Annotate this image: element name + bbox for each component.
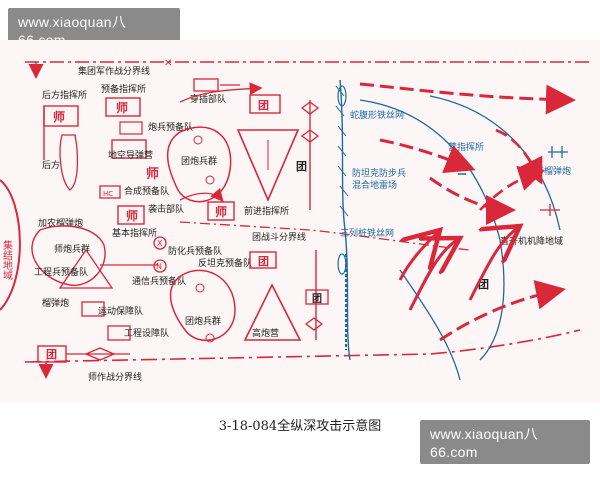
div-boundary-label: 师作战分界线 [88, 371, 142, 383]
svg-text:✕: ✕ [164, 58, 172, 69]
basic-cmd-symbol: 师 [126, 208, 138, 223]
army-boundary-label: 集团军作战分界线 [78, 65, 150, 77]
at-infantry-label: 防坦克防步兵 [352, 167, 406, 179]
division-symbol-main: 师 [146, 166, 159, 182]
reserve-cmd-symbol: 师 [116, 100, 128, 115]
assembly-area-label: 集结地域 [1, 239, 13, 280]
aa-arty-label: 高炮营 [252, 327, 279, 339]
assembly-area-arc [0, 179, 21, 311]
rear-label: 后方 [42, 159, 60, 171]
combined-reserve-label: 合成预备队 [124, 185, 169, 197]
forward-cmd-label: 前进指挥所 [244, 205, 289, 217]
regiment-symbol-4: 团 [46, 348, 57, 361]
regiment-boundary-label: 团战斗分界线 [252, 231, 306, 243]
regiment-symbol-2: 团 [296, 160, 307, 173]
watermark-bottom: www.xiaoquan八66.com [420, 420, 590, 464]
mixed-mines-label: 混合地雷场 [352, 179, 397, 191]
regiment-boundary-line [179, 221, 471, 251]
svg-text:HC: HC [103, 190, 113, 198]
regiment-symbol-5: 团 [312, 293, 322, 305]
svg-text:N: N [156, 262, 162, 271]
div-arty-group-label: 师炮兵群 [54, 243, 90, 255]
diagram-canvas: 集结地域 集团军作战分界线 ✕ 师作战分界线 团战斗分界线 后方指挥所 师 后方… [0, 58, 590, 383]
howitzer-label: 榴弹炮 [42, 297, 69, 309]
transport-label: 运动保障队 [98, 305, 143, 317]
signal-reserve-label: 通信兵预备队 [132, 275, 186, 287]
regt-arty-group-2-label: 团炮兵群 [185, 315, 221, 327]
obstacle-label: 工程设障队 [124, 327, 169, 339]
barbed-wire-label: 蛇腹形铁丝网 [350, 109, 404, 121]
raid-unit-label: 袭击部队 [148, 203, 184, 215]
diagram-caption: 3-18-084全纵深攻击示意图 [218, 419, 382, 434]
forward-cmd-symbol: 师 [215, 204, 227, 219]
div-boundary-line [24, 329, 581, 363]
chem-reserve-label: 防化兵预备队 [168, 245, 222, 257]
reserve-cmd-label: 预备指挥所 [101, 83, 146, 95]
bn-cmd-label: 营指挥所 [448, 141, 484, 153]
arty-reserve-label: 炮兵预备队 [148, 121, 193, 133]
aa-missile-label: 地空导弹营 [108, 149, 153, 161]
infiltration-label: 穿插部队 [190, 93, 226, 105]
svg-text:X: X [157, 239, 163, 248]
regiment-symbol-1: 团 [258, 99, 269, 112]
regiment-symbol-3: 团 [258, 255, 269, 268]
barbed-wire-line [339, 79, 351, 361]
basic-cmd-label: 基本指挥所 [112, 227, 157, 239]
engineer-reserve-label: 工程兵预备队 [34, 266, 88, 278]
regiment-symbol-6: 团 [478, 278, 489, 291]
rear-cmd-symbol: 师 [53, 109, 65, 124]
diagram-frame: 集结地域 集团军作战分界线 ✕ 师作战分界线 团战斗分界线 后方指挥所 师 后方… [0, 40, 600, 402]
rear-cmd-label: 后方指挥所 [42, 89, 87, 101]
three-row-wire-label: 三列桩铁丝网 [340, 227, 394, 239]
at-reserve-label: 反坦克预备队 [198, 257, 252, 269]
regt-arty-group-label: 团炮兵群 [181, 155, 217, 167]
